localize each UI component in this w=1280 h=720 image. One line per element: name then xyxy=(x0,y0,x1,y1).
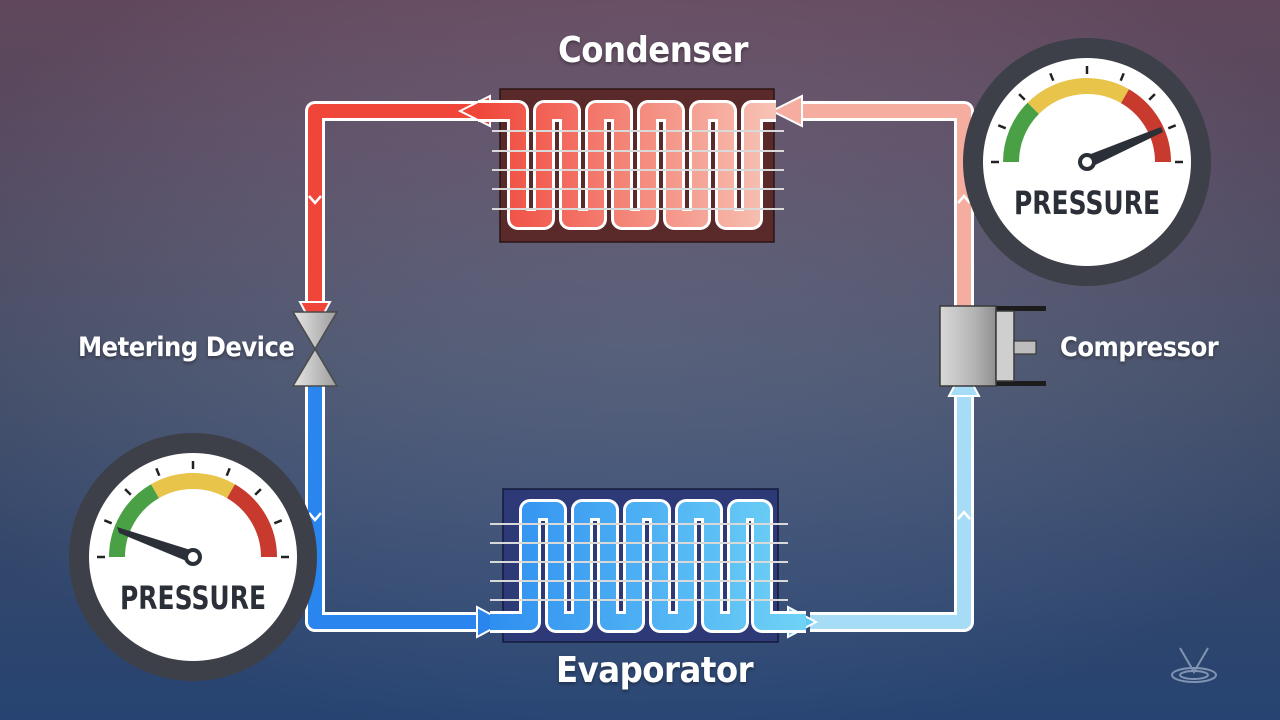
water-drop-v-logo-icon xyxy=(1171,647,1217,683)
metering-device-label: Metering Device xyxy=(78,332,295,363)
metering-device-valve-icon xyxy=(291,311,339,387)
pipe-chevrons xyxy=(308,194,971,522)
refrigerant-lines xyxy=(305,101,974,632)
evaporator-fins xyxy=(490,523,788,601)
gauge-tick xyxy=(1119,72,1125,82)
evaporator-label: Evaporator xyxy=(556,650,754,691)
compressor-label: Compressor xyxy=(1060,332,1219,363)
gauge-tick xyxy=(1167,124,1177,130)
gauge-tick xyxy=(254,488,262,496)
gauge-ticks xyxy=(991,66,1183,164)
gauge-zone-red xyxy=(226,484,277,558)
high-pressure-gauge: PRESSURE xyxy=(963,38,1211,286)
chevron-down-icon xyxy=(308,512,322,522)
gauge-zone-red xyxy=(1120,89,1171,163)
gauge-tick xyxy=(1049,72,1055,82)
condenser-label: Condenser xyxy=(558,30,749,71)
chevron-up-icon xyxy=(957,510,971,520)
gauge-tick xyxy=(273,519,283,525)
gauge-zone-green xyxy=(1003,102,1040,163)
gauge-tick xyxy=(124,488,132,496)
gauge-needle xyxy=(117,527,197,562)
compressor-icon xyxy=(939,305,1046,387)
chevron-up-icon xyxy=(957,194,971,204)
gauge-label: PRESSURE xyxy=(1014,184,1160,222)
gauge-zone-green xyxy=(109,484,160,558)
condenser xyxy=(478,88,784,243)
flow-arrow xyxy=(769,94,803,128)
gauge-tick xyxy=(997,124,1007,130)
gauge-ticks xyxy=(97,461,289,559)
condenser-fins xyxy=(492,130,784,210)
low-pressure-gauge: PRESSURE xyxy=(69,433,317,681)
gauge-tick xyxy=(225,467,231,477)
gauge-tick xyxy=(1018,93,1026,101)
evaporator xyxy=(490,488,806,643)
gauge-zone-yellow xyxy=(151,473,235,499)
gauge-tick xyxy=(103,519,113,525)
chevron-down-icon xyxy=(308,195,322,205)
gauge-zone-yellow xyxy=(1027,78,1129,115)
gauge-label: PRESSURE xyxy=(120,579,266,617)
gauge-tick xyxy=(1148,93,1156,101)
gauge-tick xyxy=(155,467,161,477)
gauge-needle xyxy=(1083,127,1163,167)
